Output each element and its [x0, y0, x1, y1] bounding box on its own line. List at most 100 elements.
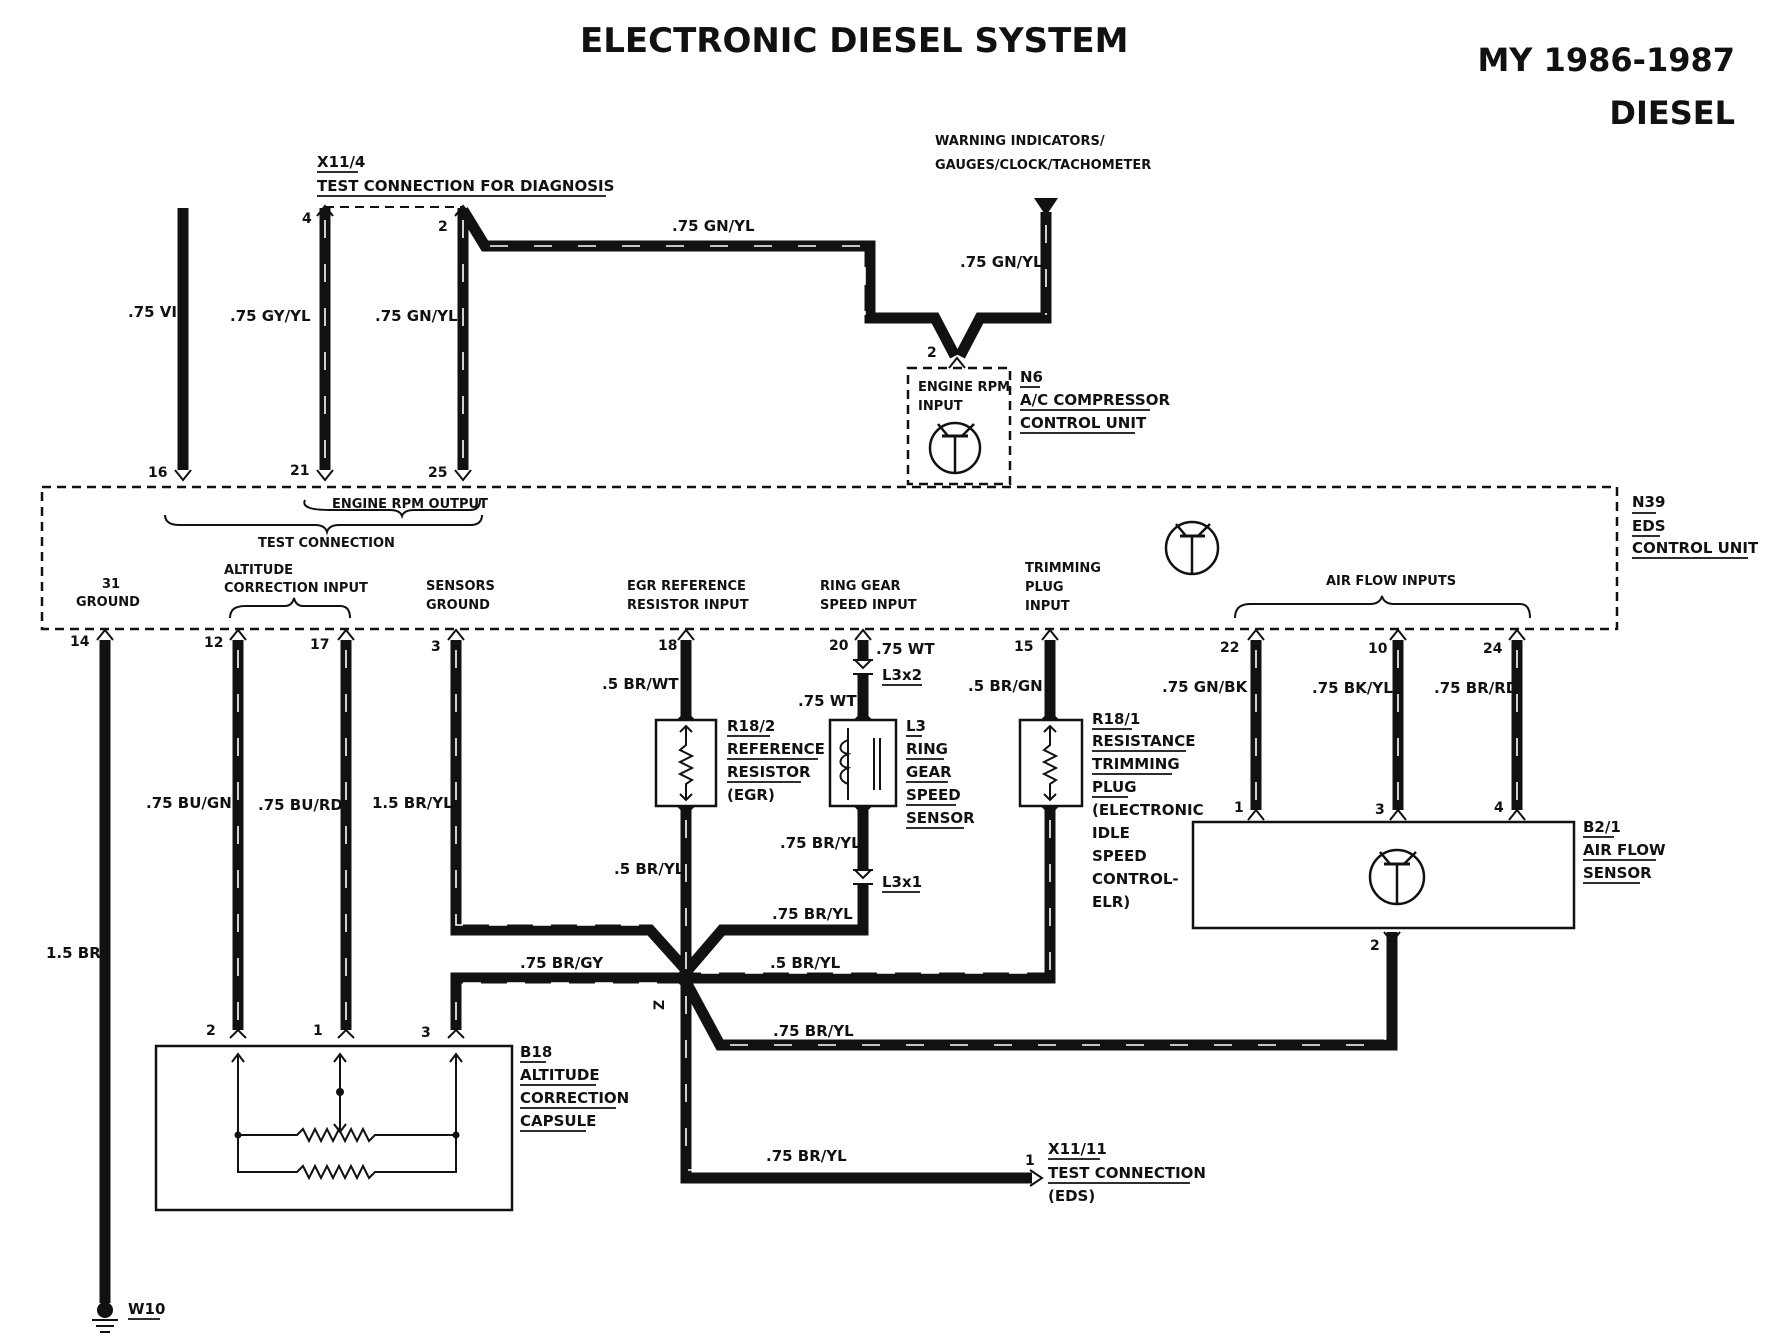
control-unit-transistor-icon	[1164, 520, 1220, 576]
pin-21-prong	[316, 469, 334, 482]
airflow-brace	[1234, 595, 1531, 619]
wire-br-yl-l3-lower	[681, 884, 869, 976]
ring-label-2: SPEED INPUT	[820, 598, 917, 613]
b2-1-id: B2/1	[1583, 818, 1621, 836]
label-br-yl-trim: .5 BR/YL	[770, 954, 841, 972]
label-br: 1.5 BR	[46, 944, 101, 962]
w10-ground: W10	[92, 1300, 165, 1333]
x11-11-pin: 1	[1025, 1153, 1035, 1169]
label-br-gn: .5 BR/GN	[968, 677, 1043, 695]
label-br-yl-l3: .75 BR/YL	[780, 834, 861, 852]
r18-2-name-3: (EGR)	[727, 786, 775, 804]
pin-14: 14	[70, 634, 90, 650]
x11-4-connector: X11/4 TEST CONNECTION FOR DIAGNOSIS 4 2	[302, 153, 614, 235]
n39-id: N39	[1632, 493, 1665, 511]
fuel-type: DIESEL	[1609, 94, 1735, 132]
wire-gn-yl-warning	[955, 212, 1052, 359]
egr-label-1: EGR REFERENCE	[627, 579, 746, 594]
r18-1-name-4: (ELECTRONIC	[1092, 801, 1204, 819]
l3-name-1: RING	[906, 740, 948, 758]
egr-label-2: RESISTOR INPUT	[627, 598, 749, 613]
l3-name-2: GEAR	[906, 763, 952, 781]
label-wt-mid: .75 WT	[798, 692, 857, 710]
x11-4-name: TEST CONNECTION FOR DIAGNOSIS	[317, 177, 614, 195]
n39-name-1: EDS	[1632, 517, 1666, 535]
label-br-wt: .5 BR/WT	[602, 675, 679, 693]
diagram-title: ELECTRONIC DIESEL SYSTEM	[580, 21, 1128, 61]
sensors-label-1: SENSORS	[426, 579, 495, 594]
test-connection-label: TEST CONNECTION	[258, 536, 395, 551]
x11-11-name: TEST CONNECTION	[1048, 1164, 1206, 1182]
pin-17: 17	[310, 637, 329, 653]
r18-2-id: R18/2	[727, 717, 775, 735]
l3x2-label: L3x2	[882, 666, 922, 684]
label-gn-yl-top: .75 GN/YL	[672, 217, 755, 235]
b18-pin-3: 3	[421, 1025, 431, 1041]
warning-label-1: WARNING INDICATORS/	[935, 134, 1105, 149]
label-wt-top: .75 WT	[876, 640, 935, 658]
r18-1-name-7: CONTROL-	[1092, 870, 1179, 888]
label-vi: .75 VI	[128, 303, 177, 321]
label-gy-yl: .75 GY/YL	[230, 307, 311, 325]
x11-11-id: X11/11	[1048, 1140, 1107, 1158]
x11-4-id: X11/4	[317, 153, 365, 171]
splice-z-label: Z	[652, 1000, 668, 1010]
n6-ac-compressor-unit: 2 ENGINE RPM INPUT N6 A/C COMPRESSOR CON…	[906, 345, 1170, 486]
ground-dot-icon	[97, 1302, 113, 1318]
r18-2-name-2: RESISTOR	[727, 763, 811, 781]
b18-name-2: CORRECTION	[520, 1089, 629, 1107]
wire-egr-down-test	[680, 806, 1032, 1184]
wire-gn-yl-to-n6	[458, 207, 960, 359]
pin-25: 25	[428, 465, 447, 481]
b2-1-pin-2: 2	[1370, 938, 1380, 954]
label-br-yl-air: .75 BR/YL	[773, 1022, 854, 1040]
b18-id: B18	[520, 1043, 552, 1061]
pin-12: 12	[204, 635, 223, 651]
r18-1-name-8: ELR)	[1092, 893, 1130, 911]
r18-1-name-3: PLUG	[1092, 778, 1137, 796]
pin-21: 21	[290, 463, 309, 479]
label-br-yl-15: 1.5 BR/YL	[372, 794, 453, 812]
x11-4-pin-2: 2	[438, 219, 448, 235]
n6-pin-2: 2	[927, 345, 937, 361]
engine-rpm-brace	[303, 499, 481, 520]
model-year: MY 1986-1987	[1477, 41, 1735, 79]
l3-connectors: L3x2 L3x1	[853, 659, 922, 893]
r18-1-trimming-plug: R18/1 RESISTANCE TRIMMING PLUG (ELECTRON…	[1018, 710, 1204, 911]
r18-1-name-2: TRIMMING	[1092, 755, 1180, 773]
l3-ring-gear-sensor: L3 RING GEAR SPEED SENSOR	[828, 710, 975, 829]
b18-pin-1: 1	[313, 1023, 323, 1039]
pin-25-prong	[454, 469, 472, 482]
b2-1-pin-1: 1	[1234, 800, 1244, 816]
trim-label-1: TRIMMING	[1025, 561, 1101, 576]
b2-1-name-1: AIR FLOW	[1583, 841, 1666, 859]
b18-altitude-capsule: 2 1 3 B18 ALTITUDE CORRECTION CAPSULE	[154, 1023, 629, 1212]
r18-1-id: R18/1	[1092, 710, 1140, 728]
warning-arrow-icon	[1034, 198, 1058, 216]
pin-22: 22	[1220, 640, 1239, 656]
pin-18: 18	[658, 638, 677, 654]
control-unit-box	[40, 485, 1619, 631]
label-bu-rd: .75 BU/RD	[258, 796, 343, 814]
r18-1-name-5: IDLE	[1092, 824, 1130, 842]
w10-label: W10	[128, 1300, 165, 1318]
l3-name-4: SENSOR	[906, 809, 975, 827]
b2-1-pin-4: 4	[1494, 800, 1504, 816]
b18-name-3: CAPSULE	[520, 1112, 596, 1130]
label-gn-yl-warning: .75 GN/YL	[960, 253, 1043, 271]
pin-15: 15	[1014, 639, 1033, 655]
sensors-label-2: GROUND	[426, 598, 490, 613]
r18-1-name-1: RESISTANCE	[1092, 732, 1195, 750]
wire-br-yl-trim	[686, 806, 1056, 984]
label-br-yl-l3b: .75 BR/YL	[772, 905, 853, 923]
pin-20: 20	[829, 638, 849, 654]
altitude-label-1: ALTITUDE	[224, 563, 293, 578]
n39-name-2: CONTROL UNIT	[1632, 539, 1759, 557]
altitude-brace	[229, 597, 351, 619]
label-br-yl-egr: .5 BR/YL	[614, 860, 685, 878]
pin-10: 10	[1368, 641, 1388, 657]
b2-1-name-2: SENSOR	[1583, 864, 1652, 882]
wire-labels: .75 VI .75 GY/YL .75 GN/YL .75 GN/YL .75…	[46, 217, 1518, 1165]
air-flow-inputs-label: AIR FLOW INPUTS	[1326, 574, 1456, 589]
